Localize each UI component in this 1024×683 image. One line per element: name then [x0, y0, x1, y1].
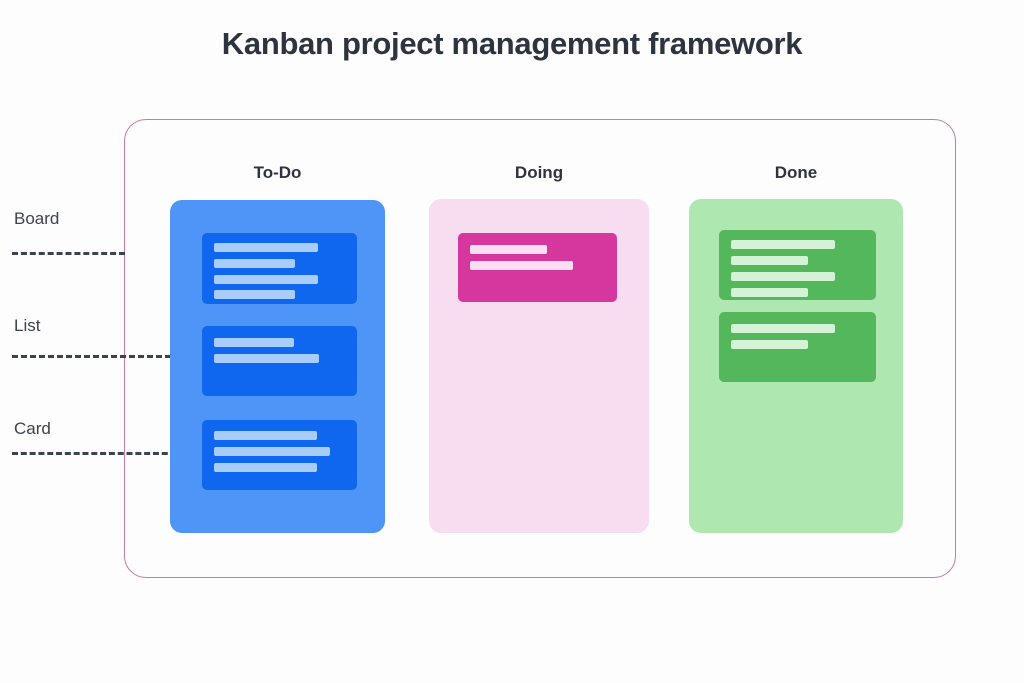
todo-card-1[interactable] — [202, 233, 357, 304]
card-text-line — [731, 272, 835, 281]
column-header-todo: To-Do — [253, 163, 302, 182]
annotation-leader-board — [12, 252, 125, 255]
column-header-doing: Doing — [514, 163, 564, 182]
card-text-line — [731, 256, 808, 265]
done-column[interactable] — [689, 199, 903, 533]
todo-card-2[interactable] — [202, 326, 357, 396]
card-text-line — [214, 243, 318, 252]
column-header-done: Done — [774, 163, 818, 182]
card-text-line — [731, 288, 808, 297]
annotation-label-card: Card — [14, 419, 51, 438]
card-text-line — [470, 261, 573, 270]
card-text-line — [731, 240, 835, 249]
card-text-line — [214, 431, 317, 440]
done-card-1[interactable] — [719, 230, 876, 300]
card-text-line — [214, 338, 294, 347]
done-card-2[interactable] — [719, 312, 876, 382]
card-text-line — [214, 463, 317, 472]
card-text-line — [214, 447, 330, 456]
card-text-line — [731, 340, 808, 349]
page-title: Kanban project management framework — [221, 26, 803, 61]
card-text-line — [731, 324, 835, 333]
annotation-leader-list — [12, 355, 171, 358]
card-text-line — [214, 354, 319, 363]
doing-column[interactable] — [429, 199, 649, 533]
todo-column[interactable] — [170, 200, 385, 533]
card-text-line — [214, 275, 318, 284]
board-frame — [124, 119, 956, 578]
card-text-line — [214, 259, 295, 268]
annotation-label-board: Board — [14, 209, 60, 228]
doing-card-1[interactable] — [458, 233, 617, 302]
annotation-leader-card — [12, 452, 203, 455]
card-text-line — [470, 245, 547, 254]
card-text-line — [214, 290, 295, 299]
todo-card-3[interactable] — [202, 420, 357, 490]
annotation-label-list: List — [14, 316, 41, 335]
